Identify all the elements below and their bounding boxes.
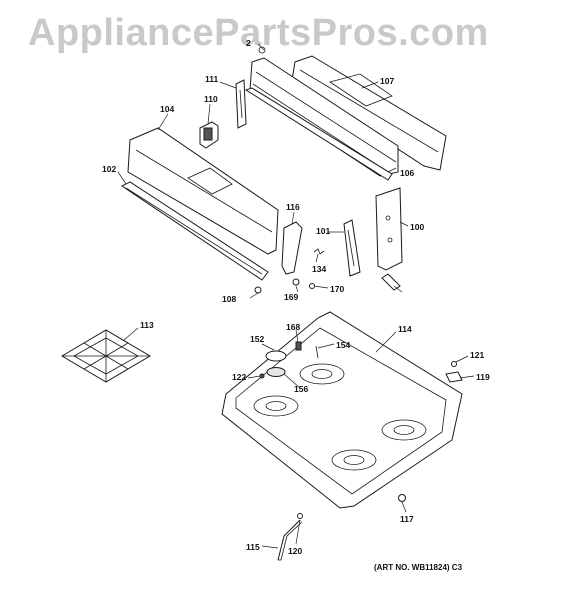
part-104-control-panel[interactable] <box>127 127 279 255</box>
label-119: 119 <box>476 372 490 382</box>
label-168: 168 <box>286 322 300 332</box>
part-107-rear-cover[interactable] <box>291 55 447 171</box>
part-106-rail[interactable] <box>244 87 393 181</box>
part-152-burner-cap[interactable] <box>265 350 287 362</box>
part-170-screw[interactable] <box>309 283 315 289</box>
label-113: 113 <box>140 320 154 330</box>
part-117-screw[interactable] <box>398 494 406 502</box>
label-108: 108 <box>222 294 236 304</box>
part-156-burner-head[interactable] <box>266 367 286 377</box>
part-114-cooktop[interactable] <box>221 311 463 509</box>
label-152: 152 <box>250 334 264 344</box>
part-119-bracket[interactable] <box>445 371 463 383</box>
cooktop-burner-left-front <box>253 395 299 417</box>
label-106: 106 <box>400 168 414 178</box>
part-101-mount-bracket[interactable] <box>343 219 361 277</box>
cooktop-burner-left-rear <box>299 363 345 385</box>
label-120: 120 <box>288 546 302 556</box>
part-88-clip[interactable] <box>381 273 401 291</box>
part-120-clip[interactable] <box>297 513 303 519</box>
label-107: 107 <box>380 76 394 86</box>
label-100: 100 <box>410 222 424 232</box>
label-134: 134 <box>312 264 326 274</box>
art-number-caption: (ART NO. WB11824) C3 <box>374 563 463 572</box>
label-111: 111 <box>205 74 219 84</box>
label-117: 117 <box>400 514 414 524</box>
part-labels: 2 107 111 110 104 106 102 116 101 100 13… <box>102 38 490 556</box>
label-122: 122 <box>232 372 246 382</box>
part-115-rod[interactable] <box>277 519 303 561</box>
cooktop-burner-right-front <box>331 449 377 471</box>
part-122-screw[interactable] <box>259 373 265 379</box>
part-154-igniter-electrode[interactable] <box>315 345 319 359</box>
label-2: 2 <box>246 38 251 48</box>
label-115: 115 <box>246 542 260 552</box>
label-101: 101 <box>316 226 330 236</box>
part-111-bracket[interactable] <box>235 79 247 129</box>
part-116-side-bracket[interactable] <box>281 221 303 275</box>
label-156: 156 <box>294 384 308 394</box>
part-169-screw[interactable] <box>292 278 300 286</box>
label-104: 104 <box>160 104 174 114</box>
label-169: 169 <box>284 292 298 302</box>
part-121-screw[interactable] <box>451 361 457 367</box>
label-154: 154 <box>336 340 350 350</box>
cooktop-burner-right-rear <box>381 419 427 441</box>
leader-lines <box>117 43 475 549</box>
part-113-grate[interactable] <box>61 329 151 383</box>
label-116: 116 <box>286 202 300 212</box>
part-110-module[interactable] <box>199 121 219 149</box>
part-100-side-panel[interactable] <box>375 187 403 271</box>
label-102: 102 <box>102 164 116 174</box>
part-108-screw[interactable] <box>254 286 262 294</box>
part-102-trim-strip[interactable] <box>121 181 269 281</box>
watermark-text: AppliancePartsPros.com <box>28 12 489 54</box>
label-110: 110 <box>204 94 218 104</box>
label-114: 114 <box>398 324 412 334</box>
part-168-igniter[interactable] <box>295 341 302 351</box>
part-134-spring[interactable] <box>313 248 325 255</box>
label-121: 121 <box>470 350 484 360</box>
label-170: 170 <box>330 284 344 294</box>
